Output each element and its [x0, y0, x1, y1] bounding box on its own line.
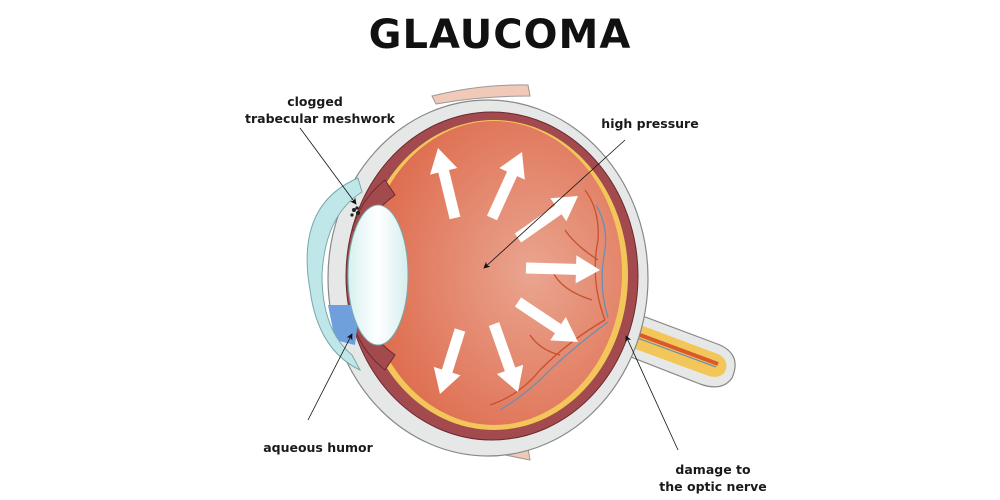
vitreous-body: [366, 121, 622, 425]
lens: [347, 204, 409, 346]
pressure-arrow-icon: [433, 328, 466, 394]
leader-trabecular: [299, 127, 357, 205]
pressure-arrows: [430, 148, 600, 394]
label-line: trabecular meshwork: [245, 111, 395, 126]
diagram-title: GLAUCOMA: [368, 12, 632, 58]
label-line: the optic nerve: [659, 479, 767, 494]
pressure-arrow-icon: [514, 196, 578, 243]
pressure-arrow-icon: [525, 255, 600, 284]
leader-pressure: [483, 139, 626, 269]
pressure-arrow-icon: [514, 297, 578, 342]
trabecular-meshwork-icon: [350, 206, 360, 217]
label-high-pressure: high pressure: [601, 116, 699, 131]
pressure-arrow-icon: [488, 322, 524, 392]
cornea: [306, 177, 363, 372]
label-line: clogged: [287, 94, 343, 109]
label-optic-nerve-damage: damage to the optic nerve: [658, 461, 768, 495]
leader-aqueous: [307, 333, 353, 421]
label-trabecular-meshwork: clogged trabecular meshwork: [245, 93, 395, 127]
pressure-arrow-icon: [430, 148, 461, 220]
leader-optic: [625, 335, 679, 451]
label-line: damage to: [675, 462, 751, 477]
label-aqueous-humor: aqueous humor: [263, 440, 373, 455]
pressure-arrow-icon: [486, 152, 525, 221]
muscle-top: [431, 84, 531, 105]
